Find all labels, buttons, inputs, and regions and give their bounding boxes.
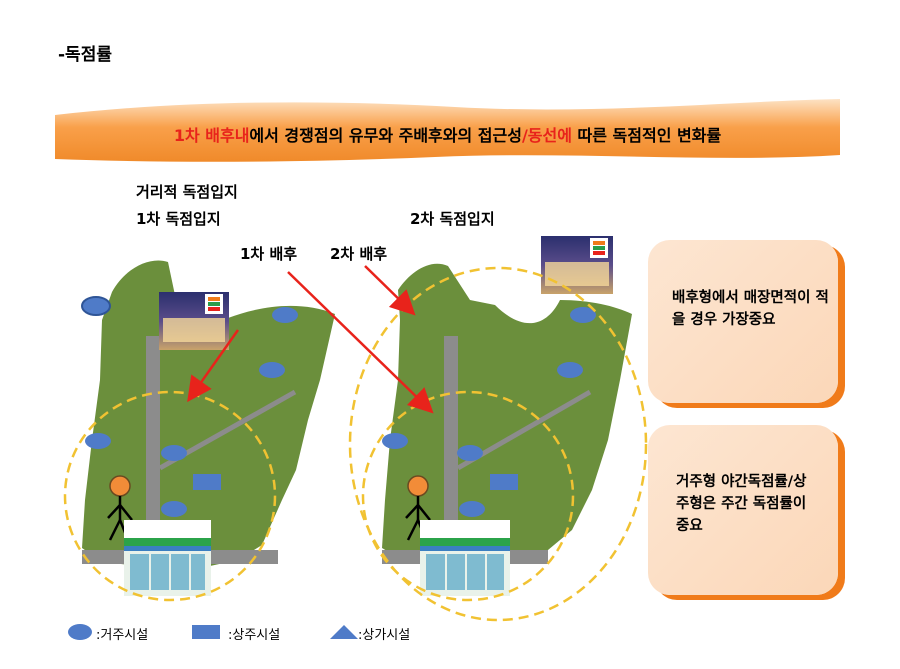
- arrow-secondary: [364, 265, 416, 316]
- callout-box-top: [648, 240, 838, 403]
- business-facility-icon: [490, 474, 518, 490]
- residential-facility-icon: [557, 362, 583, 378]
- page-title: -독점률: [58, 45, 112, 65]
- residential-facility-icon: [382, 433, 408, 449]
- legend-business-icon: [192, 625, 220, 639]
- legend-residential-icon: [68, 624, 92, 640]
- residential-facility-icon: [259, 362, 285, 378]
- arrow-primary-left: [187, 329, 240, 403]
- banner-text-2: 에서 경쟁점의 유무와 주배후와의 접근성: [249, 126, 522, 145]
- residential-facility-icon: [161, 501, 187, 517]
- residential-facility-icon: [459, 501, 485, 517]
- right-primary-area-ring: [361, 390, 575, 602]
- convenience-store-image: [159, 292, 229, 350]
- residential-facility-icon: [85, 433, 111, 449]
- callout-text-top: 배후형에서 매장면적이 적을 경우 가장중요: [672, 290, 829, 328]
- legend-business-label: :상주시설: [228, 628, 281, 643]
- banner-text: 1차 배후내에서 경쟁점의 유무와 주배후와의 접근성/동선에 따른 독점적인 …: [55, 122, 840, 146]
- legend-commercial-icon: [330, 625, 358, 639]
- familymart-store-image: [420, 520, 510, 596]
- person-icon: [405, 475, 431, 541]
- left-heading-2: 1차 독점입지: [136, 210, 221, 228]
- left-primary-area-ring: [63, 390, 277, 602]
- residential-facility-icon: [457, 445, 483, 461]
- familymart-store-image: [124, 520, 211, 596]
- competitor-store-image: [541, 236, 613, 294]
- residential-facility-icon: [81, 296, 111, 316]
- banner-highlight-2: /동선에: [521, 126, 572, 145]
- left-map-land: [82, 260, 335, 568]
- residential-facility-icon: [570, 307, 596, 323]
- right-secondary-area-ring: [348, 266, 648, 622]
- banner-highlight-1: 1차 배후내: [173, 126, 250, 145]
- right-heading: 2차 독점입지: [410, 210, 495, 228]
- residential-facility-icon: [272, 307, 298, 323]
- left-map: [63, 260, 335, 602]
- legend-residential-label: :거주시설: [96, 628, 149, 643]
- secondary-area-label: 2차 배후: [330, 245, 388, 263]
- right-map: [348, 236, 648, 622]
- callout-box-bottom: [648, 425, 838, 595]
- left-heading-1: 거리적 독점입지: [136, 183, 238, 201]
- banner-text-4: 따른 독점적인 변화률: [571, 126, 722, 145]
- legend-commercial-label: :상가시설: [358, 628, 411, 643]
- arrow-primary-right: [287, 271, 434, 414]
- banner-shape: [55, 99, 840, 162]
- primary-area-label: 1차 배후: [240, 245, 298, 263]
- callout-text-bottom: 거주형 야간독점률/상주형은 주간 독점률이 중요: [676, 474, 807, 534]
- residential-facility-icon: [161, 445, 187, 461]
- business-facility-icon: [193, 474, 221, 490]
